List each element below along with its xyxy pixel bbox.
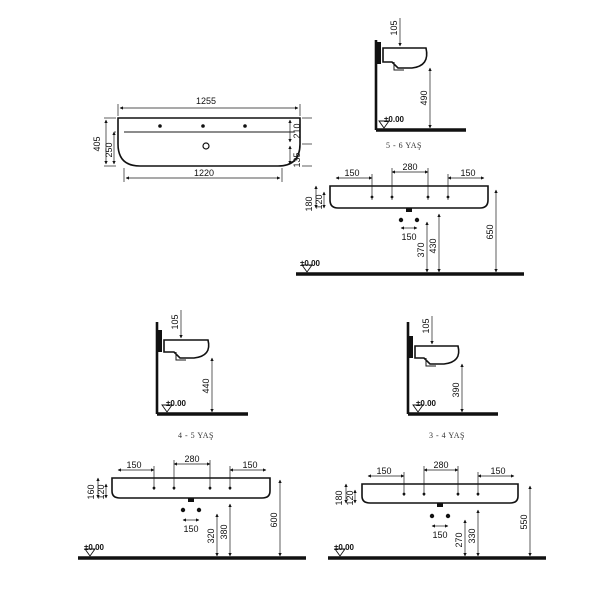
dim-trap-c: 150 bbox=[432, 530, 447, 540]
side-view-a: 105 490 ±0.00 5 - 6 YAŞ bbox=[374, 18, 466, 150]
dim-trap-b: 150 bbox=[183, 524, 198, 534]
dim-gap-left-c: 150 bbox=[376, 466, 391, 476]
dim-thick-inner-c: 120 bbox=[345, 490, 355, 505]
dim-gap-center-b: 280 bbox=[184, 454, 199, 464]
top-view-outline bbox=[117, 117, 301, 167]
dim-thick-inner-b: 120 bbox=[96, 484, 106, 499]
level-front-c: ±0.00 bbox=[334, 543, 355, 552]
dim-thick-outer-a: 180 bbox=[304, 196, 314, 211]
caption-3-4: 3 - 4 YAŞ bbox=[429, 431, 465, 440]
dim-gap-center-a: 280 bbox=[402, 162, 417, 172]
tap-hole-left bbox=[158, 124, 162, 128]
dim-drain-a1: 370 bbox=[416, 242, 426, 257]
side-trap bbox=[393, 62, 404, 71]
dim-thick-outer-b: 160 bbox=[86, 484, 96, 499]
top-view: 1255 1220 405 250 210 135 bbox=[92, 96, 312, 182]
dim-overall-width: 1255 bbox=[196, 96, 216, 106]
dim-height-c: 390 bbox=[451, 382, 461, 397]
dim-trap-a: 150 bbox=[401, 232, 416, 242]
dim-thick-outer-c: 180 bbox=[334, 490, 344, 505]
dim-gap-right-b: 150 bbox=[242, 460, 257, 470]
dim-bracket-a: 105 bbox=[389, 20, 399, 35]
level-c: ±0.00 bbox=[416, 399, 437, 408]
dim-right-lower: 135 bbox=[292, 152, 302, 167]
side-basin bbox=[382, 47, 428, 69]
dim-bracket-c: 105 bbox=[421, 318, 431, 333]
dim-gap-left-a: 150 bbox=[344, 168, 359, 178]
dim-depth-bowl: 250 bbox=[104, 142, 114, 157]
side-view-c: 105 390 ±0.00 3 - 4 YAŞ bbox=[406, 316, 498, 440]
dim-gap-right-c: 150 bbox=[490, 466, 505, 476]
dim-height-a: 490 bbox=[419, 90, 429, 105]
level-a: ±0.00 bbox=[384, 115, 405, 124]
front-basin-a bbox=[329, 185, 489, 209]
dim-thick-inner-a: 120 bbox=[314, 194, 324, 209]
dim-gap-center-c: 280 bbox=[433, 460, 448, 470]
dim-drain-a2: 430 bbox=[428, 238, 438, 253]
front-view-a: 150 280 150 180 120 150 370 430 650 ±0.0… bbox=[296, 162, 524, 276]
dim-basin-width: 1220 bbox=[194, 168, 214, 178]
level-front-b: ±0.00 bbox=[84, 543, 105, 552]
caption-5-6: 5 - 6 YAŞ bbox=[386, 141, 422, 150]
wall-bracket bbox=[376, 42, 381, 64]
dim-right-depth: 210 bbox=[292, 123, 302, 138]
dim-drain-c2: 330 bbox=[467, 528, 477, 543]
tap-hole-right bbox=[243, 124, 247, 128]
dim-gap-left-b: 150 bbox=[126, 460, 141, 470]
drain-hole bbox=[202, 142, 210, 150]
dim-height-front-b: 600 bbox=[269, 512, 279, 527]
dim-gap-right-a: 150 bbox=[460, 168, 475, 178]
dim-drain-c1: 270 bbox=[454, 532, 464, 547]
dim-depth-total: 405 bbox=[92, 136, 102, 151]
front-view-b: 150 280 150 160 120 150 320 380 600 ±0.0… bbox=[78, 454, 306, 560]
dim-height-front-c: 550 bbox=[519, 514, 529, 529]
level-front-a: ±0.00 bbox=[300, 259, 321, 268]
side-view-b: 105 440 ±0.00 4 - 5 YAŞ bbox=[155, 310, 248, 440]
dim-drain-b1: 320 bbox=[206, 528, 216, 543]
dim-height-front-a: 650 bbox=[485, 224, 495, 239]
dim-drain-b2: 380 bbox=[219, 524, 229, 539]
dim-height-b: 440 bbox=[201, 378, 211, 393]
caption-4-5: 4 - 5 YAŞ bbox=[178, 431, 214, 440]
tap-hole-center bbox=[201, 124, 205, 128]
front-view-c: 150 280 150 180 120 150 270 330 550 ±0.0… bbox=[328, 460, 546, 560]
level-b: ±0.00 bbox=[166, 399, 187, 408]
dim-bracket-b: 105 bbox=[170, 314, 180, 329]
